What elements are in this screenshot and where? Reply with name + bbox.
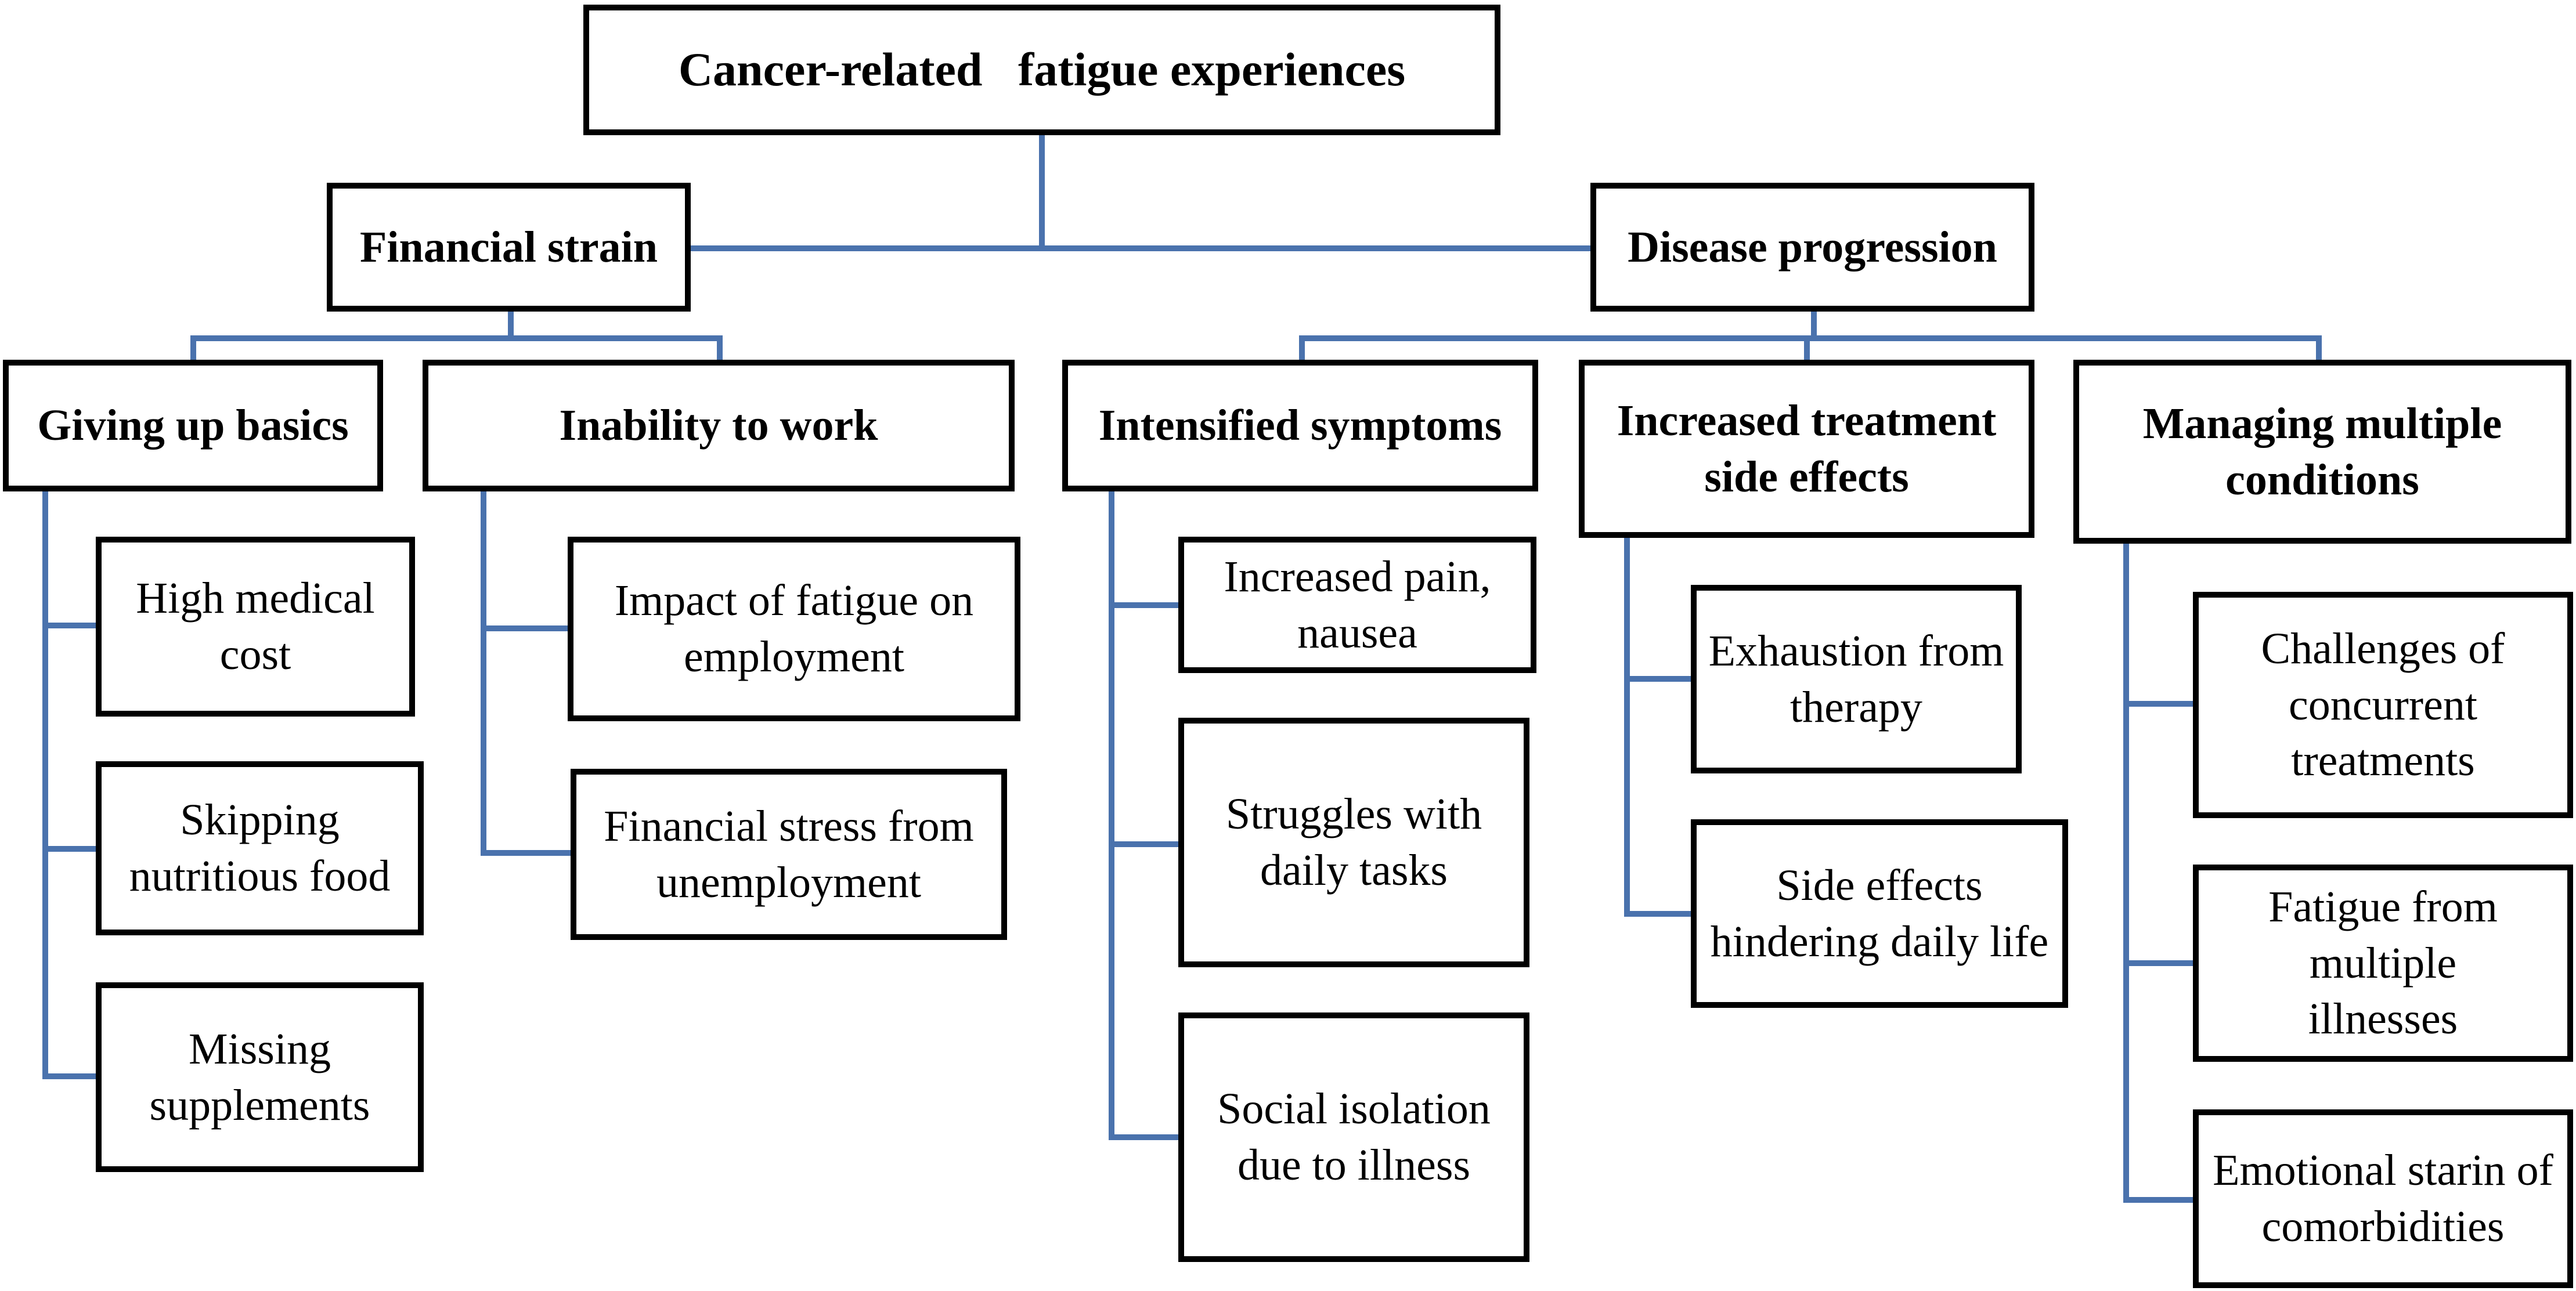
item-label: Increased pain, nausea xyxy=(1224,552,1491,657)
subtheme-label: Increased treatment side effects xyxy=(1617,396,1997,501)
item-exhaustion-from-therapy: Exhaustion from therapy xyxy=(1691,585,2022,773)
item-label: Financial stress from unemployment xyxy=(604,801,974,907)
theme-disease-progression: Disease progression xyxy=(1590,183,2034,312)
item-increased-pain-nausea: Increased pain, nausea xyxy=(1178,537,1536,673)
item-label: Side effects hindering daily life xyxy=(1710,860,2049,966)
subtheme-label: Giving up basics xyxy=(37,401,349,450)
item-struggles-with-daily-tasks: Struggles with daily tasks xyxy=(1178,718,1529,967)
item-label: Impact of fatigue on employment xyxy=(614,576,974,681)
item-label: Missing supplements xyxy=(149,1024,370,1130)
item-label: High medical cost xyxy=(136,574,375,679)
subtheme-label: Managing multiple conditions xyxy=(2142,399,2502,504)
item-social-isolation-due-to-illness: Social isolation due to illness xyxy=(1178,1012,1529,1262)
diagram-title: Cancer-related fatigue experiences xyxy=(583,5,1500,135)
subtheme-label: Intensified symptoms xyxy=(1098,401,1502,450)
item-high-medical-cost: High medical cost xyxy=(96,537,415,717)
theme-label: Financial strain xyxy=(359,222,658,272)
theme-financial-strain: Financial strain xyxy=(327,183,691,312)
subtheme-increased-treatment-side-effects: Increased treatment side effects xyxy=(1579,360,2034,538)
item-challenges-of-concurrent-treatments: Challenges of concurrent treatments xyxy=(2193,592,2573,818)
subtheme-managing-multiple-conditions: Managing multiple conditions xyxy=(2073,360,2571,544)
diagram-title-text: Cancer-related fatigue experiences xyxy=(678,43,1406,96)
subtheme-giving-up-basics: Giving up basics xyxy=(3,360,383,491)
item-missing-supplements: Missing supplements xyxy=(96,982,424,1172)
subtheme-intensified-symptoms: Intensified symptoms xyxy=(1062,360,1538,491)
item-label: Exhaustion from therapy xyxy=(1708,626,2004,732)
item-emotional-starin-of-comorbidities: Emotional starin of comorbidities xyxy=(2193,1109,2573,1288)
subtheme-label: Inability to work xyxy=(559,401,878,450)
item-label: Skipping nutritious food xyxy=(129,795,391,901)
item-side-effects-hindering-daily-life: Side effects hindering daily life xyxy=(1691,819,2068,1008)
item-label: Challenges of concurrent treatments xyxy=(2261,624,2505,786)
item-financial-stress-from-unemployment: Financial stress from unemployment xyxy=(571,769,1007,940)
item-fatigue-from-multiple-illnesses: Fatigue from multiple illnesses xyxy=(2193,865,2573,1062)
item-skipping-nutritious-food: Skipping nutritious food xyxy=(96,761,424,935)
subtheme-inability-to-work: Inability to work xyxy=(423,360,1015,491)
item-label: Emotional starin of comorbidities xyxy=(2213,1146,2553,1251)
theme-label: Disease progression xyxy=(1628,222,1997,272)
item-label: Social isolation due to illness xyxy=(1217,1084,1491,1189)
item-label: Fatigue from multiple illnesses xyxy=(2268,883,2498,1044)
item-impact-of-fatigue-on-employment: Impact of fatigue on employment xyxy=(568,537,1020,721)
item-label: Struggles with daily tasks xyxy=(1225,790,1482,895)
